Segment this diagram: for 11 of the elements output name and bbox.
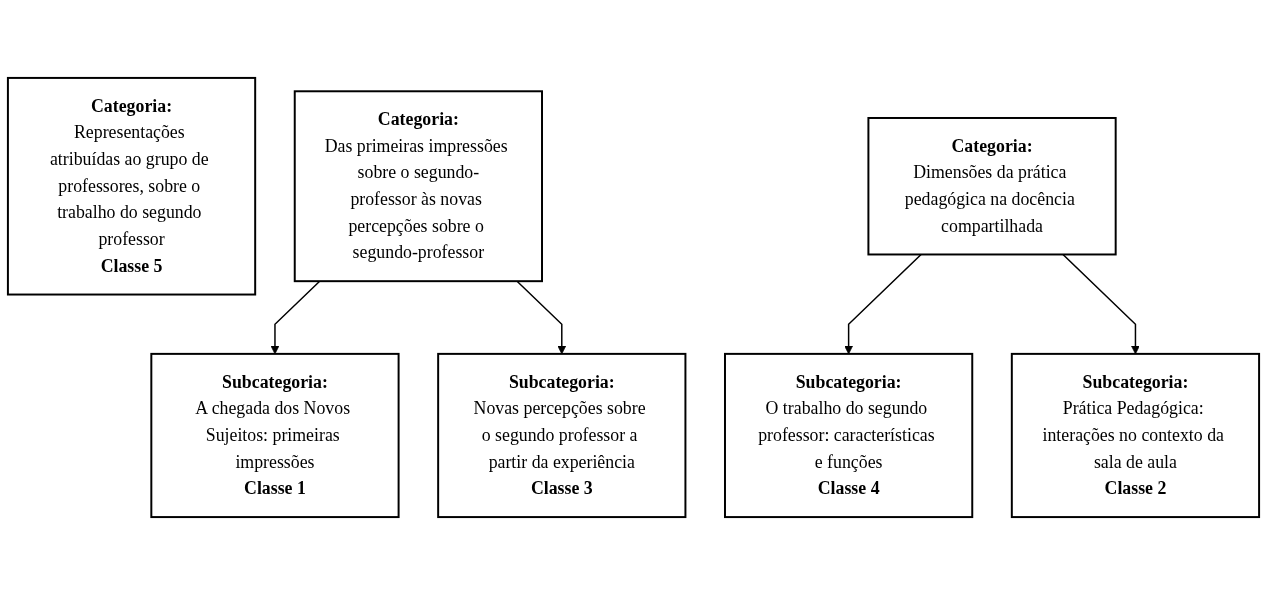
node-box: Categoria: Representações atribuídas ao grupo de professores, sobre o trabalho do segundo professor Classe 5: [6, 76, 257, 296]
arrow: [844, 253, 922, 355]
arrow: [516, 280, 567, 355]
arrow: [1062, 253, 1140, 355]
node-box: Categoria: Das primeiras impressões sobre o segundo-professor às novas percepções sobre o segundo-professor: [293, 90, 543, 283]
node-box: Subcategoria: A chegada dos Novos Sujeitos: primeiras impressões Classe 1: [150, 352, 400, 519]
node-box: Subcategoria: Novas percepções sobre o segundo professor a partir da experiência Classe 3: [437, 352, 687, 519]
node-box: Subcategoria: Prática Pedagógica: interações no contexto da sala de aula Classe 2: [1010, 352, 1261, 519]
node-box: Subcategoria: O trabalho do segundo professor: características e funções Classe 4: [724, 352, 974, 519]
arrow: [270, 280, 321, 355]
node-box: Categoria: Dimensões da prática pedagógica na docência compartilhada: [867, 117, 1117, 256]
